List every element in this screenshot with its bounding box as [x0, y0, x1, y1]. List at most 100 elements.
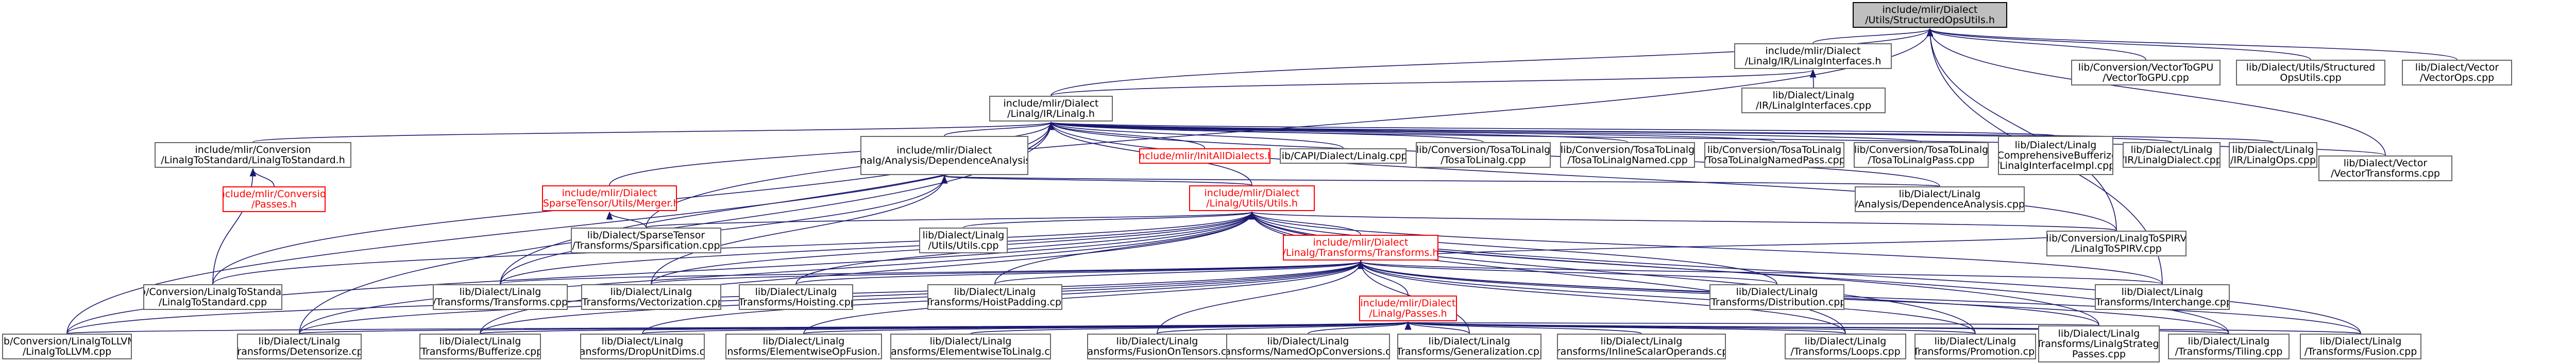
edge-capi_cpp-to-linalg_h [1047, 122, 1344, 149]
node-drop-unit-dims-cpp[interactable]: lib/Dialect/Linalg /Transforms/DropUnitD… [580, 334, 705, 359]
node-linalg-strategy-passes-cpp[interactable]: lib/Dialect/Linalg /Transforms/LinalgStr… [2038, 325, 2160, 362]
edge-spirv_cpp-to-root [1926, 28, 2117, 231]
node-linalg-interfaces-cpp[interactable]: lib/Dialect/Linalg /IR/LinalgInterfaces.… [1741, 88, 1886, 113]
edge-detensorize-to-utils_h [299, 211, 1256, 334]
edge-tollvm-to-passes_h [66, 321, 1410, 334]
edge-comprehensive-to-linalg_h [1048, 122, 2056, 136]
edge-fusion-to-passes_h [1406, 321, 2361, 334]
node-detensorize-cpp[interactable]: lib/Dialect/Linalg /Transforms/Detensori… [237, 334, 362, 359]
edge-vectorization-to-transforms_h [651, 261, 1364, 285]
edge-inlinescalar-to-passes_h [1405, 321, 1642, 334]
node-linalg-to-standard-cpp[interactable]: lib/Conversion/LinalgToStandard /LinalgT… [143, 284, 282, 310]
node-sparsification-cpp[interactable]: lib/Dialect/SparseTensor /Transforms/Spa… [571, 228, 721, 253]
edge-dep_cpp-to-dep_h [942, 175, 1940, 187]
edge-strategy-to-passes_h [1408, 321, 2099, 331]
node-bufferize-cpp[interactable]: lib/Dialect/Linalg /Transforms/Bufferize… [419, 334, 541, 359]
node-tosa-to-linalg-named-pass-cpp[interactable]: lib/Conversion/TosaToLinalg /TosaToLinal… [1704, 142, 1844, 168]
node-inline-scalar-operands-cpp[interactable]: lib/Dialect/Linalg /Transforms/InlineSca… [1557, 334, 1726, 359]
node-merger-h[interactable]: include/mlir/Dialect /SparseTensor/Utils… [542, 185, 677, 211]
edge-fusiontensors-to-transforms_h [1157, 261, 1364, 334]
edge-utils_cpp-to-utils_h [963, 211, 1255, 228]
node-promotion-cpp[interactable]: lib/Dialect/Linalg /Transforms/Promotion… [1914, 334, 2036, 359]
node-linalg-interfaces-h[interactable]: include/mlir/Dialect /Linalg/IR/LinalgIn… [1734, 43, 1892, 69]
edge-alldialects_h-to-linalg_h [1047, 122, 1206, 149]
node-interchange-cpp[interactable]: lib/Dialect/Linalg /Transforms/Interchan… [2095, 284, 2230, 310]
node-tosa-to-linalg-named-cpp[interactable]: lib/Conversion/TosaToLinalg /TosaToLinal… [1560, 142, 1695, 168]
node-transforms-cpp[interactable]: lib/Dialect/Linalg /Transforms/Transform… [433, 284, 568, 310]
node-fusion-cpp[interactable]: lib/Dialect/Linalg /Transforms/Fusion.cp… [2300, 334, 2421, 359]
edge-vectorops_cpp-to-root [1927, 28, 2458, 60]
node-vector-ops-cpp[interactable]: lib/Dialect/Vector /VectorOps.cpp [2402, 60, 2512, 85]
edge-spirv_cpp-to-utils_h [1249, 211, 2117, 231]
node-dependence-analysis-h[interactable]: include/mlir/Dialect /Linalg/Analysis/De… [860, 136, 1028, 175]
node-capi-linalg-cpp[interactable]: lib/CAPI/Dialect/Linalg.cpp [1280, 148, 1406, 164]
node-linalg-h[interactable]: include/mlir/Dialect /Linalg/IR/Linalg.h [989, 96, 1113, 122]
node-init-all-dialects-h[interactable]: include/mlir/InitAllDialects.h [1139, 148, 1270, 164]
edge-distribution-to-utils_h [1248, 211, 1777, 285]
edge-interchange-to-utils_h [1248, 211, 2163, 285]
node-linalg-utils-cpp[interactable]: lib/Dialect/Linalg /Utils/Utils.cpp [919, 228, 1008, 253]
edge-loops-to-transforms_h [1357, 261, 1846, 334]
edge-elemtolinalg-to-passes_h [970, 321, 1411, 334]
node-hoisting-cpp[interactable]: lib/Dialect/Linalg /Transforms/Hoisting.… [739, 284, 853, 310]
edge-std_cpp-to-utils_h [212, 211, 1255, 285]
edge-iface_h-to-root [1812, 28, 1934, 44]
node-vectorization-cpp[interactable]: lib/Dialect/Linalg /Transforms/Vectoriza… [581, 284, 721, 310]
edge-linalg_h-to-iface_h [1050, 69, 1816, 96]
node-elementwise-to-linalg-cpp[interactable]: lib/Dialect/Linalg /Transforms/Elementwi… [890, 334, 1051, 359]
node-tosa-to-linalg-pass-cpp[interactable]: lib/Conversion/TosaToLinalg /TosaToLinal… [1854, 142, 1989, 168]
edge-structops_cpp-to-root [1926, 28, 2311, 60]
node-named-op-conversions-cpp[interactable]: lib/Dialect/Linalg /Transforms/NamedOpCo… [1226, 334, 1390, 359]
edge-utils_h-to-dep_h [941, 175, 1252, 186]
node-tiling-cpp[interactable]: lib/Dialect/Linalg /Transforms/Tiling.cp… [2168, 334, 2290, 359]
edge-hoisting-to-transforms_h [795, 261, 1364, 285]
edge-tosa_named-to-linalg_h [1048, 122, 1628, 143]
edge-std_h-to-linalg_h [252, 122, 1054, 143]
edge-distribution-to-transforms_h [1358, 261, 1777, 285]
edge-hoistpadding-to-transforms_h [994, 261, 1364, 285]
node-structured-ops-utils-h[interactable]: include/mlir/Dialect /Utils/StructuredOp… [1853, 2, 2007, 28]
node-linalg-passes-h[interactable]: include/mlir/Dialect /Linalg/Passes.h [1359, 296, 1457, 321]
node-distribution-cpp[interactable]: lib/Dialect/Linalg /Transforms/Distribut… [1709, 284, 1844, 310]
edge-linalg_h-to-root [1050, 28, 1934, 96]
edge-dep_h-to-linalg_h [944, 122, 1055, 136]
node-linalg-utils-h[interactable]: include/mlir/Dialect /Linalg/Utils/Utils… [1189, 185, 1315, 211]
node-fusion-on-tensors-cpp[interactable]: lib/Dialect/Linalg /Transforms/FusionOnT… [1087, 334, 1227, 359]
edge-spirv_cpp-to-transforms_h [1358, 230, 2117, 263]
edge-sparse_cpp-to-utils_h [646, 211, 1255, 228]
edge-tollvm-to-utils_h [66, 211, 1256, 334]
edge-linalgops_cpp-to-linalg_h [1048, 122, 2274, 143]
edge-spirv_cpp-to-linalg_h [1047, 122, 2117, 231]
node-generalization-cpp[interactable]: lib/Dialect/Linalg /Transforms/Generaliz… [1397, 334, 1541, 359]
edge-transforms_cpp-to-dep_h [500, 175, 948, 285]
node-dependence-analysis-cpp[interactable]: lib/Dialect/Linalg /Analysis/DependenceA… [1855, 186, 2025, 212]
node-linalg-to-llvm-cpp[interactable]: lib/Conversion/LinalgToLLVM /LinalgToLLV… [2, 334, 132, 359]
node-hoist-padding-cpp[interactable]: lib/Dialect/Linalg /Transforms/HoistPadd… [927, 284, 1062, 310]
edge-sparse_cpp-to-merger_h [606, 211, 647, 228]
edge-conv_passes_h-to-std_h [249, 168, 275, 187]
node-linalg-interface-impl-cpp[interactable]: lib/Dialect/Linalg /ComprehensiveBufferi… [1998, 136, 2113, 175]
edge-bufferize-to-transforms_h [480, 261, 1364, 334]
edge-vec_transforms-to-root [1926, 28, 2386, 156]
node-linalg-ops-cpp[interactable]: lib/Dialect/Linalg /IR/LinalgOps.cpp [2229, 142, 2317, 168]
node-linalg-to-standard-h[interactable]: include/mlir/Conversion /LinalgToStandar… [155, 142, 351, 168]
edge-transforms_cpp-to-transforms_h [500, 261, 1364, 285]
node-linalg-to-spirv-cpp[interactable]: lib/Conversion/LinalgToSPIRV /LinalgToSP… [2046, 231, 2187, 256]
edge-vec_gpu-to-root [1926, 28, 2146, 60]
node-vector-transforms-cpp[interactable]: lib/Dialect/Vector /VectorTransforms.cpp [2318, 155, 2452, 181]
node-elementwise-op-fusion-cpp[interactable]: lib/Dialect/Linalg /Transforms/Elementwi… [725, 334, 882, 359]
edge-promotion-to-transforms_h [1357, 261, 1976, 334]
edge-vectorization-to-dep_h [651, 175, 948, 285]
edge-hoisting-to-utils_h [795, 211, 1256, 285]
node-structured-ops-utils-cpp[interactable]: lib/Dialect/Utils/Structured OpsUtils.cp… [2236, 60, 2385, 85]
node-conversion-passes-h[interactable]: include/mlir/Conversion /Passes.h [223, 186, 326, 212]
node-linalg-transforms-h[interactable]: include/mlir/Dialect /Linalg/Transforms/… [1283, 235, 1438, 261]
edge-tosa_pass-to-linalg_h [1048, 122, 1922, 143]
edge-transforms_cpp-to-utils_h [500, 211, 1256, 285]
node-tosa-to-linalg-cpp[interactable]: lib/Conversion/TosaToLinalg /TosaToLinal… [1416, 142, 1551, 168]
node-linalg-dialect-cpp[interactable]: lib/Dialect/Linalg /IR/LinalgDialect.cpp [2123, 142, 2221, 168]
node-loops-cpp[interactable]: lib/Dialect/Linalg /Transforms/Loops.cpp [1785, 334, 1906, 359]
edge-interchange-to-transforms_h [1358, 261, 2163, 285]
node-vector-to-gpu-cpp[interactable]: lib/Conversion/VectorToGPU /VectorToGPU.… [2071, 60, 2221, 85]
